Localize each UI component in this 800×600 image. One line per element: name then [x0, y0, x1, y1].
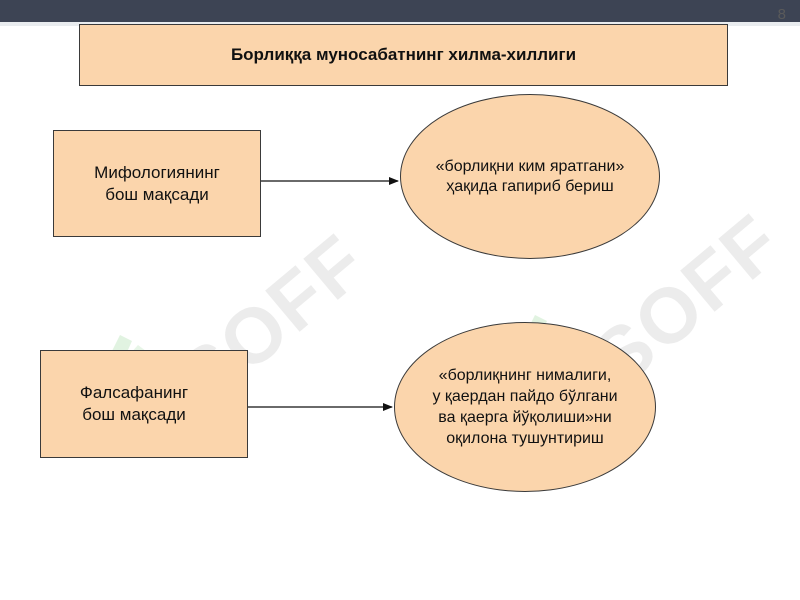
- philosophy-goal-box: Фалсафанинг бош мақсади: [40, 350, 248, 458]
- page-number: 8: [777, 6, 786, 23]
- slide-title: Борлиққа муносабатнинг хилма-хиллиги: [79, 24, 728, 86]
- mythology-goal-box: Мифологиянинг бош мақсади: [53, 130, 261, 237]
- philosophy-goal-ellipse: «борлиқнинг нималиги, у қаердан пайдо бў…: [394, 322, 656, 492]
- top-bar: [0, 0, 800, 22]
- mythology-goal-ellipse: «борлиқни ким яратгани» ҳақида гапириб б…: [400, 94, 660, 259]
